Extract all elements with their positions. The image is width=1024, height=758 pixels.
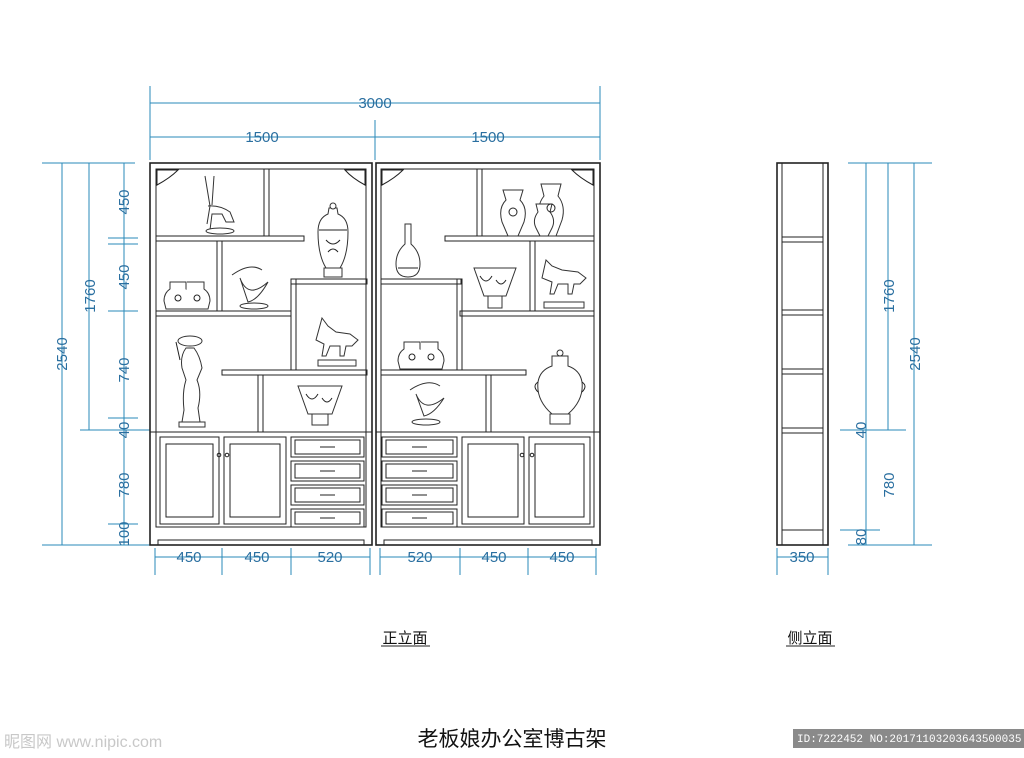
dim-left-total: 2540 <box>54 337 71 370</box>
front-view-label: 正立面 <box>382 629 427 647</box>
dim-left-seg-3: 40 <box>116 422 133 439</box>
decorative-antiques <box>163 175 587 428</box>
fan-bowl-left <box>297 385 343 426</box>
id-bar <box>793 729 1024 748</box>
dim-bottom-left-2: 520 <box>317 549 342 566</box>
front-elevation-cabinet <box>149 162 601 546</box>
dim-side-seg-1: 780 <box>881 472 898 497</box>
woman-statue <box>175 335 206 428</box>
abstract-sculpture-left <box>231 266 269 310</box>
dim-left-seg-0: 450 <box>116 189 133 214</box>
dim-top-left: 1500 <box>245 129 278 146</box>
dim-left-upper: 1760 <box>82 279 99 312</box>
drawing-title: 老板娘办公室博古架 <box>418 727 607 751</box>
side-elevation-cabinet <box>776 162 829 546</box>
handled-urn <box>534 349 586 425</box>
dim-bottom-right-0: 520 <box>407 549 432 566</box>
dim-bottom-right-1: 450 <box>481 549 506 566</box>
dim-left-seg-2: 740 <box>116 357 133 382</box>
dim-bottom-right-2: 450 <box>549 549 574 566</box>
dim-bottom-left-0: 450 <box>176 549 201 566</box>
vase-pair-left <box>163 281 211 310</box>
side-dimensions: 1760 2540 40 780 80 350 <box>776 162 932 575</box>
dim-top-right: 1500 <box>471 129 504 146</box>
left-dimensions: 2540 1760 450 450 740 40 780 100 <box>42 162 150 547</box>
side-view-label: 侧立面 <box>787 629 832 647</box>
dim-left-seg-5: 100 <box>116 521 133 546</box>
glass-decanter <box>395 223 421 278</box>
lidded-jar <box>317 202 349 278</box>
dim-side-upper: 1760 <box>881 279 898 312</box>
horse-statue-right <box>541 259 587 309</box>
dim-left-seg-1: 450 <box>116 264 133 289</box>
bottom-dimensions: 450 450 520 520 450 450 <box>154 548 597 575</box>
dim-top-total: 3000 <box>358 95 391 112</box>
dim-side-width: 350 <box>789 549 814 566</box>
horse-statue-left <box>315 316 359 367</box>
top-dimensions: 3000 1500 1500 <box>149 86 601 160</box>
dim-bottom-left-1: 450 <box>244 549 269 566</box>
nipic-watermark: 昵图网 www.nipic.com <box>4 734 162 751</box>
dim-side-total: 2540 <box>907 337 924 370</box>
abstract-sculpture-right <box>409 382 445 426</box>
id-watermark: ID:7222452 NO:20171103203643500035 <box>797 734 1021 746</box>
dim-side-seg-0: 40 <box>853 422 870 439</box>
vase-pair-right <box>397 341 445 370</box>
antelope-sculpture <box>204 175 235 235</box>
vase-group-right <box>500 183 564 237</box>
dim-side-seg-2: 80 <box>853 529 870 546</box>
dim-left-seg-4: 780 <box>116 472 133 497</box>
fan-bowl-right <box>473 267 517 309</box>
